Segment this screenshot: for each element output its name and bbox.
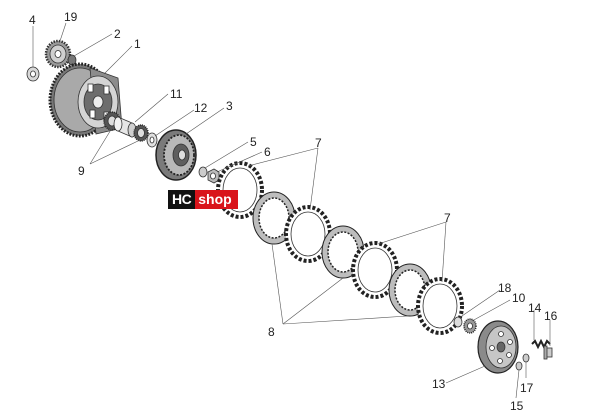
part-pressure-plate-13 — [477, 320, 519, 374]
callout-15: 15 — [510, 399, 524, 413]
callout-1: 1 — [134, 37, 141, 51]
callout-12: 12 — [194, 101, 208, 115]
part-spring-14 — [531, 338, 551, 350]
part-lock-washer-5 — [198, 166, 208, 178]
part-washer-4 — [26, 66, 40, 82]
part-bearing-10 — [463, 318, 477, 334]
callout-3: 3 — [226, 99, 233, 113]
part-steel-plate-8a — [252, 191, 296, 245]
part-washer-17 — [522, 353, 530, 363]
part-needle-bearing-9b — [133, 124, 149, 142]
callout-17: 17 — [520, 381, 534, 395]
callout-9: 9 — [78, 164, 85, 178]
callout-5: 5 — [250, 135, 257, 149]
hcshop-logo: HC shop — [168, 190, 238, 209]
callout-13: 13 — [432, 377, 446, 391]
callout-8: 8 — [268, 325, 275, 339]
part-friction-plate-7b — [284, 205, 332, 263]
callout-18: 18 — [498, 281, 512, 295]
logo-hc-part: HC — [168, 190, 196, 209]
part-friction-plate-7c — [351, 241, 399, 299]
callout-7-upper: 7 — [315, 136, 322, 150]
callout-4: 4 — [29, 13, 36, 27]
callout-labels: 4 19 2 1 11 9 12 3 5 6 7 7 8 18 10 14 16… — [29, 10, 558, 413]
part-friction-plate-7d — [416, 277, 464, 335]
part-clutch-hub-3 — [155, 129, 197, 181]
callout-10: 10 — [512, 291, 526, 305]
callout-7-lower: 7 — [444, 211, 451, 225]
part-gear-19 — [44, 39, 72, 69]
callout-11: 11 — [170, 87, 183, 101]
callout-16: 16 — [544, 309, 558, 323]
callout-2: 2 — [114, 27, 121, 41]
leader-lines — [32, 22, 551, 399]
callout-19: 19 — [64, 10, 78, 24]
part-spacer-11 — [113, 116, 137, 138]
part-washer-15 — [515, 361, 523, 371]
part-washer-18 — [453, 316, 463, 328]
logo-shop-part: shop — [195, 190, 238, 209]
callout-6: 6 — [264, 145, 271, 159]
part-thrust-washer-12 — [146, 132, 158, 148]
part-clutch-housing-1 — [48, 62, 123, 138]
part-bolt-16 — [543, 345, 553, 360]
callout-14: 14 — [528, 301, 542, 315]
